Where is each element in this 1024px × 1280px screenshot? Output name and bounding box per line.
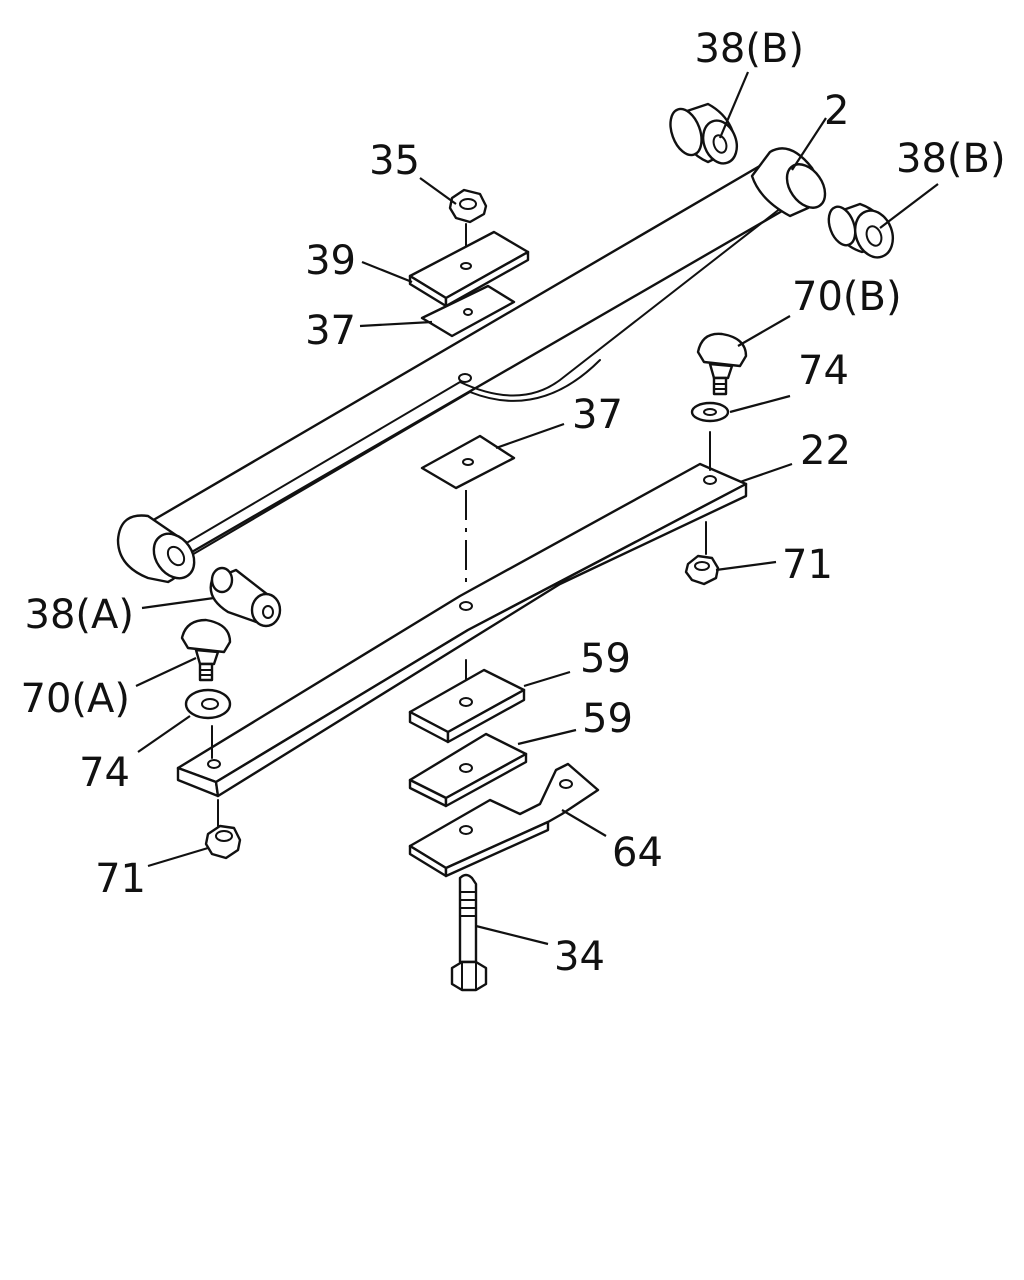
callout-38b-right: 38(B) — [896, 136, 1006, 182]
callout-71-right: 71 — [782, 542, 833, 588]
bolt-70a — [180, 618, 232, 682]
callout-38b-top: 38(B) — [694, 26, 804, 72]
main-leaf-spring — [116, 147, 827, 584]
callout-38a: 38(A) — [25, 592, 134, 638]
callout-2: 2 — [824, 88, 849, 134]
callout-34: 34 — [554, 934, 605, 980]
callout-22: 22 — [800, 428, 851, 474]
nut-35 — [448, 188, 488, 224]
callout-70a: 70(A) — [21, 676, 130, 722]
nut-71-left — [204, 824, 242, 860]
bracket-64 — [408, 762, 600, 878]
nut-71-right — [684, 554, 720, 586]
bushing-38a — [209, 566, 282, 628]
washer-74-right — [690, 401, 730, 423]
center-bolt-34 — [450, 873, 488, 992]
bushing-38b-right — [827, 202, 895, 259]
callout-71-left: 71 — [95, 856, 146, 902]
shim-37-mid — [420, 434, 516, 490]
washer-74-left — [184, 688, 232, 720]
shim-37-top — [420, 284, 516, 338]
helper-spring-22 — [176, 462, 748, 798]
callout-39: 39 — [305, 238, 356, 284]
callout-74-right: 74 — [798, 348, 849, 394]
bolt-70b — [696, 332, 748, 396]
callout-labels: 38(B) 2 38(B) 35 39 37 70(B) 74 37 22 71… — [21, 26, 1006, 980]
callout-59-bottom: 59 — [582, 696, 633, 742]
callout-37-mid: 37 — [572, 392, 623, 438]
callout-74-left: 74 — [79, 750, 130, 796]
callout-35: 35 — [369, 138, 420, 184]
callout-70b: 70(B) — [792, 274, 902, 320]
callout-37-top: 37 — [305, 308, 356, 354]
callout-64: 64 — [612, 830, 663, 876]
leader-lines — [135, 71, 939, 946]
plate-59-bottom — [408, 732, 528, 808]
plate-59-top — [408, 668, 526, 744]
callout-59-top: 59 — [580, 636, 631, 682]
bushing-38b-top — [669, 102, 739, 165]
